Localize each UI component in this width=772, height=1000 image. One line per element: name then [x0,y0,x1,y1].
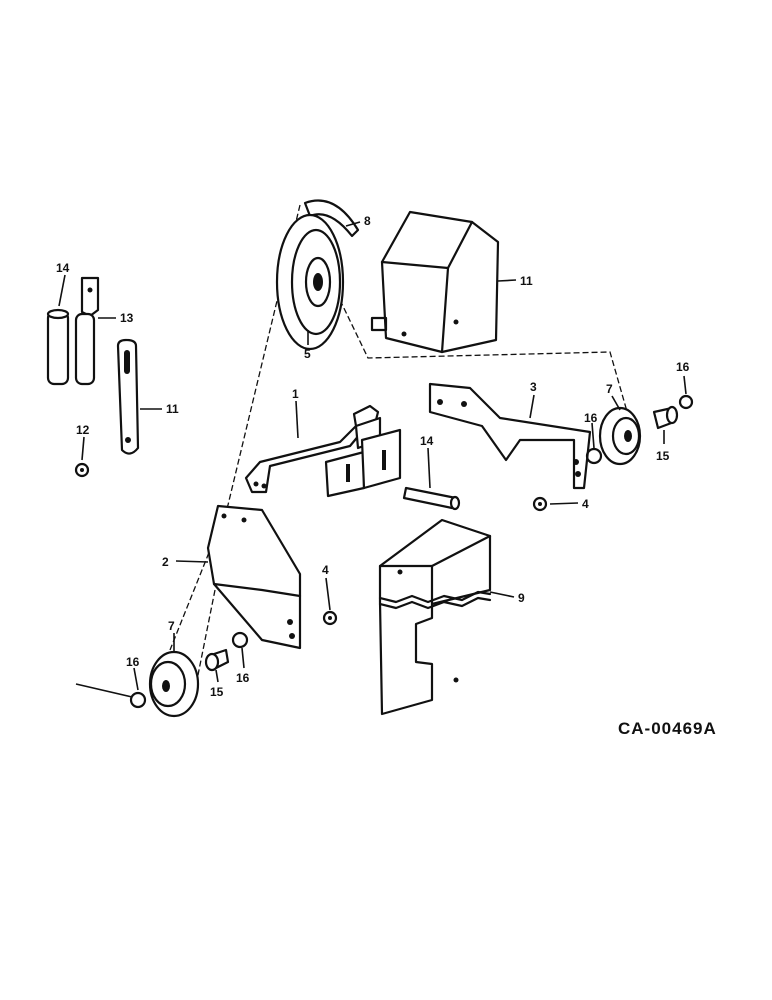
callout-16-left-b: 16 [236,671,250,685]
callout-9: 9 [518,591,525,605]
part-3-right-bracket [428,382,592,490]
callout-16-left-a: 16 [126,655,140,669]
part-8-cover [370,210,500,354]
belt-path [75,204,629,698]
callout-15-right: 15 [656,449,670,463]
callout-13: 13 [120,311,134,325]
callout-10: 14 [420,434,434,448]
callout-15-left: 15 [210,685,224,699]
callout-14: 14 [56,261,70,275]
callout-6: 8 [364,214,371,228]
callout-4-center: 4 [322,563,329,577]
callout-8: 11 [520,274,533,288]
callout-7-left: 7 [168,619,175,633]
part-13-tube-with-tab [74,276,100,386]
part-10-pin [402,486,461,511]
part-9-shield [378,518,492,716]
part-16-ring-left-a [231,631,249,649]
callout-2: 2 [162,555,169,569]
part-16-ring-right-a [678,394,694,410]
part-6-guard-arc [303,199,360,238]
part-2-left-bracket [206,504,302,650]
callout-4-right: 4 [582,497,589,511]
part-4-nut-center [322,610,338,626]
part-7-pulley-right [598,406,642,466]
callout-7-right: 7 [606,382,613,396]
part-15-bushing-right [652,405,679,430]
part-16-ring-right-b [585,447,603,465]
part-14-tube [46,308,70,386]
leader-lines [58,221,687,691]
callout-1: 1 [292,387,299,401]
callout-12: 12 [76,423,90,437]
callout-16-right-a: 16 [676,360,690,374]
reference-code: CA-00469A [618,719,717,738]
part-11-slotted-link [116,338,140,455]
part-4-nut-right [532,496,548,512]
part-12-nut [74,462,90,478]
part-15-bushing-left [204,648,230,672]
callout-5: 5 [304,347,311,361]
part-16-ring-left-b [129,691,147,709]
callout-16-right-b: 16 [584,411,598,425]
part-7-pulley-left [148,650,200,718]
callout-3: 3 [530,380,537,394]
part-1-main-bracket [244,404,402,498]
part-5-large-pulley [275,213,345,351]
callouts: 8 11 5 14 13 11 12 1 14 3 4 7 16 16 15 2… [56,214,690,699]
callout-11: 11 [166,402,179,416]
